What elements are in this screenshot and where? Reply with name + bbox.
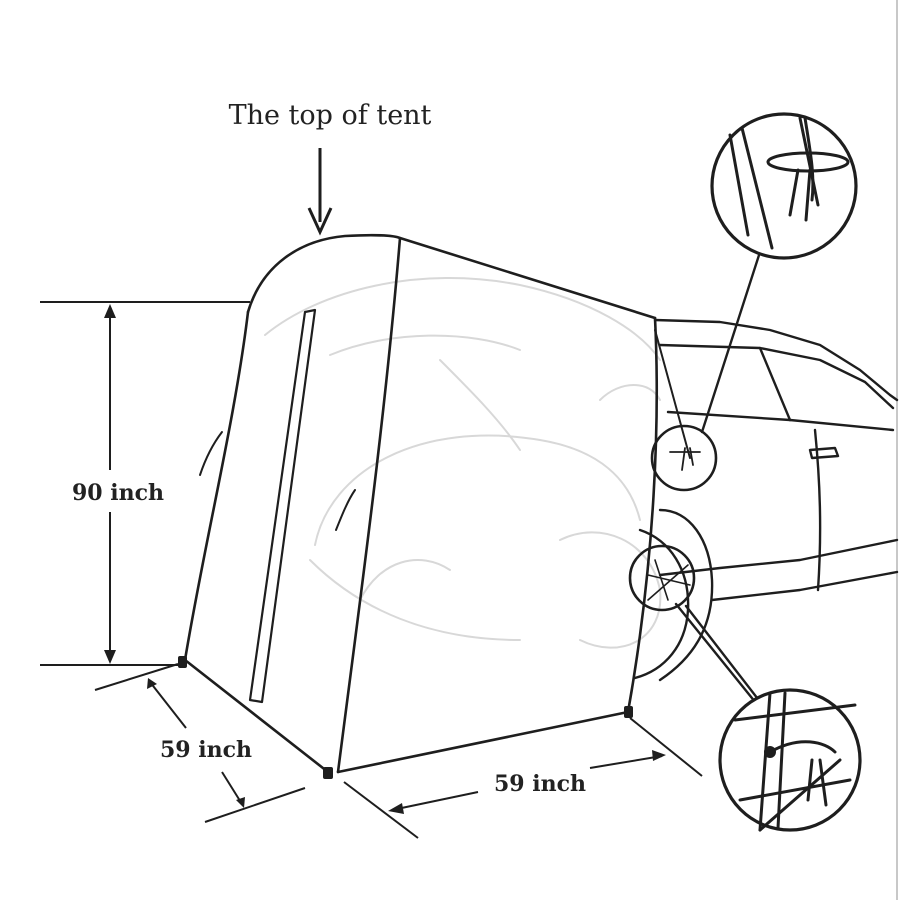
- detail-connectors: [674, 250, 770, 714]
- car-body: [633, 318, 899, 682]
- label-width-left: 59 inch: [160, 737, 252, 763]
- label-height: 90 inch: [72, 480, 164, 506]
- attachment-door-marker: [650, 424, 718, 492]
- top-arrow: [307, 148, 333, 236]
- detail-circle-bottom: [718, 688, 862, 832]
- right-width-dimension: [343, 717, 703, 839]
- detail-circle-top: [710, 112, 858, 260]
- label-width-right: 59 inch: [494, 771, 586, 797]
- left-width-dimension: [94, 663, 306, 823]
- tent-stakes: [178, 656, 633, 779]
- tent-outline: [183, 233, 691, 774]
- label-top-of-tent: The top of tent: [229, 100, 432, 131]
- attachment-wheel-marker: [628, 544, 696, 612]
- height-dimension: [40, 301, 250, 666]
- ghost-car-outline: [264, 277, 662, 649]
